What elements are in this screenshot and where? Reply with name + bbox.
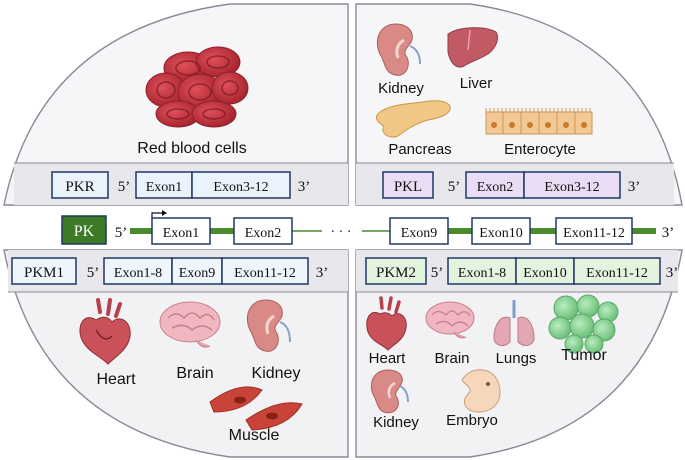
pkm1-exon-1: Exon1-8 <box>114 266 162 281</box>
heart-icon <box>79 298 131 365</box>
gene-ellipsis: · · · <box>331 225 352 240</box>
pkm1-exon-box-1 <box>103 257 173 285</box>
pkr-exon-box-1 <box>135 171 193 199</box>
gene-exon1: Exon1 <box>163 226 200 241</box>
kidney-icon <box>376 23 421 76</box>
pkr-exon-box-2 <box>191 171 291 199</box>
label-embryo: Embryo <box>446 412 498 429</box>
gene-exon9: Exon9 <box>401 226 438 241</box>
label-muscle: Muscle <box>229 427 280 444</box>
gene-three-prime: 3’ <box>662 225 675 241</box>
heart-icon-right <box>366 296 407 351</box>
embryo-icon <box>461 369 501 413</box>
pkl-five-prime: 5’ <box>448 179 461 195</box>
label-brain-right: Brain <box>434 350 469 367</box>
gene-exon11-12: Exon11-12 <box>563 226 625 241</box>
pkl-exon-2: Exon3-12 <box>544 180 599 195</box>
pkm2-exon-1: Exon1-8 <box>458 266 506 281</box>
pkr-name-box <box>51 171 109 199</box>
pkm2-three-prime: 3’ <box>666 265 679 281</box>
label-kidney-right: Kidney <box>373 414 419 431</box>
pkl-three-prime: 3’ <box>628 179 641 195</box>
label-liver: Liver <box>460 75 493 92</box>
pkm1-exon-box-3 <box>221 257 309 285</box>
pkr-exon-2: Exon3-12 <box>213 180 268 195</box>
red-blood-cells-icon <box>145 46 249 128</box>
label-heart-right: Heart <box>369 350 407 367</box>
label-brain-left: Brain <box>176 365 213 382</box>
pkr-three-prime: 3’ <box>298 179 311 195</box>
kidney-icon-left <box>246 299 291 352</box>
label-heart-left: Heart <box>96 371 136 388</box>
brain-icon-left <box>159 301 221 348</box>
pkm2-exon-box-1 <box>447 257 517 285</box>
gene-exon10: Exon10 <box>479 226 523 241</box>
label-red-blood-cells: Red blood cells <box>137 140 246 157</box>
enterocyte-icon <box>485 108 593 135</box>
pkm2-name: PKM2 <box>376 265 416 281</box>
label-kidney-left: Kidney <box>252 365 301 382</box>
label-pancreas: Pancreas <box>388 141 451 158</box>
pkm2-five-prime: 5’ <box>431 265 444 281</box>
pkm2-exon-3: Exon11-12 <box>586 266 648 281</box>
pkm1-three-prime: 3’ <box>316 265 329 281</box>
pkr-name: PKR <box>65 179 94 195</box>
label-lungs: Lungs <box>496 350 537 367</box>
kidney-icon-right <box>370 369 409 414</box>
pkl-name-box <box>382 171 434 199</box>
pkm2-exon-box-3 <box>573 257 661 285</box>
pkm2-exon-2: Exon10 <box>523 266 567 281</box>
pkm1-exon-3: Exon11-12 <box>234 266 296 281</box>
muscle-icon <box>209 386 303 431</box>
gene-exon1-box <box>151 217 211 245</box>
pkm1-exon-2: Exon9 <box>179 266 216 281</box>
tumor-icon <box>548 294 619 354</box>
pkr-exon-1: Exon1 <box>146 180 183 195</box>
gene-exon10-box <box>471 217 531 245</box>
pk-gene-box <box>61 215 107 245</box>
label-kidney-top: Kidney <box>378 80 424 97</box>
gene-exon2: Exon2 <box>245 226 282 241</box>
panel-top-right <box>355 3 683 206</box>
pk-gene-name: PK <box>74 223 95 240</box>
pkm1-name-box <box>11 257 77 285</box>
lungs-icon <box>493 300 535 346</box>
label-enterocyte: Enterocyte <box>504 141 576 158</box>
pkm2-name-box <box>365 257 427 285</box>
pkl-name: PKL <box>394 179 422 195</box>
pancreas-icon <box>376 100 451 138</box>
pkm1-five-prime: 5’ <box>87 265 100 281</box>
pkl-exon-1: Exon2 <box>477 180 514 195</box>
gene-five-prime: 5’ <box>115 225 128 241</box>
pkm1-name: PKM1 <box>24 265 64 281</box>
gene-exon2-box <box>233 217 293 245</box>
label-tumor: Tumor <box>561 347 607 364</box>
pkl-exon-box-2 <box>523 171 621 199</box>
gene-exon9-box <box>389 217 449 245</box>
gene-exon11-12-box <box>555 217 633 245</box>
brain-icon-right <box>425 301 475 339</box>
pkr-five-prime: 5’ <box>118 179 131 195</box>
liver-icon <box>447 27 499 68</box>
